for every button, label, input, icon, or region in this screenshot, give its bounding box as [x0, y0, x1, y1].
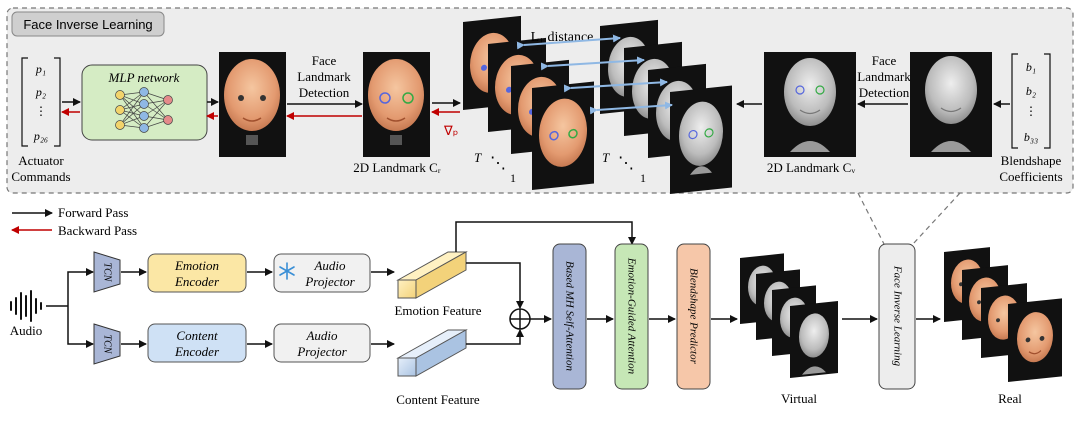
snowflake-icon: [279, 262, 295, 280]
audio-label: Audio: [10, 323, 43, 338]
content-feature-label: Content Feature: [396, 392, 480, 407]
real-label: Real: [998, 391, 1022, 406]
blendshape-b33: b₃₃: [1024, 130, 1038, 144]
arrow-content-feature-to-sum: [466, 329, 524, 345]
distance-arrows: [516, 34, 673, 115]
landmark-detect-right-line1: Face: [872, 53, 897, 68]
audio-projector-top-line2: Projector: [304, 274, 355, 289]
robot-frame-stack: [463, 15, 594, 190]
virtual-landmark-image: [764, 52, 856, 157]
actuator-label-line2: Commands: [11, 169, 70, 184]
emotion-encoder-line2: Encoder: [174, 274, 220, 289]
panel-title: Face Inverse Learning: [23, 17, 152, 32]
face-inverse-learning-label: Face Inverse Learning: [891, 265, 903, 367]
audio-waveform-icon: [10, 290, 42, 322]
legend-backward-label: Backward Pass: [58, 223, 137, 238]
zoom-line-left: [857, 192, 885, 245]
blendshape-predictor-label: Blendshape Predictor: [687, 268, 699, 365]
zoom-line-right: [912, 192, 961, 245]
tcn-bottom-label: TCN: [102, 335, 113, 355]
tcn-top-block: [93, 251, 121, 293]
blendshape-vector: b₁ b₂ ⋮ b₃₃: [1011, 53, 1051, 149]
actuator-vector: p₁ p₂ ⋮ p₂₆: [21, 57, 61, 147]
sum-node-icon: [509, 308, 531, 330]
tcn-top-label: TCN: [102, 263, 113, 283]
blendshape-label-line2: Coefficients: [999, 169, 1062, 184]
emotion-guided-attention-block: [614, 243, 649, 390]
audio-projector-bottom-line2: Projector: [296, 344, 347, 359]
audio-projector-top-box: [273, 253, 371, 293]
panel-title-badge: [11, 11, 165, 37]
landmark-real-label: 2D Landmark Cᵣ: [353, 160, 440, 175]
landmark-detect-left-line2: Landmark: [297, 69, 351, 84]
actuator-p26: p₂₆: [33, 129, 48, 143]
emotion-feature-bar: [396, 251, 468, 299]
blendshape-b1: b₁: [1026, 60, 1036, 74]
content-feature-bar: [396, 329, 468, 377]
virtual-output-stack: [740, 253, 838, 378]
self-attention-block: [552, 243, 587, 390]
emotion-guided-attention-label: Emotion-Guided Attention: [625, 257, 637, 375]
real-output-stack: [944, 247, 1062, 382]
actuator-p1: p₁: [35, 62, 46, 76]
actuator-label-line1: Actuator: [18, 153, 64, 168]
neural-network-icon: [115, 87, 173, 133]
landmark-virtual-label: 2D Landmark Cᵥ: [767, 160, 855, 175]
robot-face-image: [219, 52, 286, 157]
blendshape-dots: ⋮: [1025, 104, 1037, 118]
emotion-encoder-box: [147, 253, 247, 293]
stack-left-dots: ⋱: [490, 155, 506, 172]
audio-split-lines: [46, 271, 90, 345]
tcn-bottom-block: [93, 323, 121, 365]
blendshape-predictor-block: [676, 243, 711, 390]
robot-landmark-image: [363, 52, 430, 157]
audio-projector-top-line1: Audio: [313, 258, 346, 273]
blendshape-label-line1: Blendshape: [1001, 153, 1062, 168]
content-encoder-line1: Content: [176, 328, 218, 343]
mlp-network-label: MLP network: [108, 70, 180, 85]
blendshape-b2: b₂: [1026, 84, 1036, 98]
audio-projector-bottom-box: [273, 323, 371, 363]
stack-right-dots: ⋱: [618, 155, 634, 172]
landmark-detect-right-line2: Landmark: [857, 69, 911, 84]
self-attention-label: Based MH Self-Attention: [563, 261, 575, 371]
virtual-face-image: [910, 52, 992, 157]
stack-right-T: T: [602, 150, 610, 165]
emotion-feature-label: Emotion Feature: [394, 303, 481, 318]
stack-left-one: 1: [510, 171, 516, 185]
stack-left-T: T: [474, 150, 482, 165]
actuator-dots: ⋮: [35, 104, 47, 118]
face-inverse-learning-block: [878, 243, 916, 390]
emotion-encoder-line1: Emotion: [174, 258, 219, 273]
virtual-label: Virtual: [781, 391, 817, 406]
landmark-detect-right-line3: Detection: [859, 85, 910, 100]
legend-forward-label: Forward Pass: [58, 205, 128, 220]
arrow-emotion-feature-skip: [455, 221, 636, 252]
arrow-emotion-feature-to-sum: [466, 262, 524, 309]
actuator-p2: p₂: [35, 85, 46, 99]
gradient-label: ∇ₚ: [443, 123, 458, 138]
landmark-detect-left-line3: Detection: [299, 85, 350, 100]
content-encoder-line2: Encoder: [174, 344, 220, 359]
landmark-detect-left-line1: Face: [312, 53, 337, 68]
audio-projector-bottom-line1: Audio: [305, 328, 338, 343]
content-encoder-box: [147, 323, 247, 363]
stack-right-one: 1: [640, 171, 646, 185]
